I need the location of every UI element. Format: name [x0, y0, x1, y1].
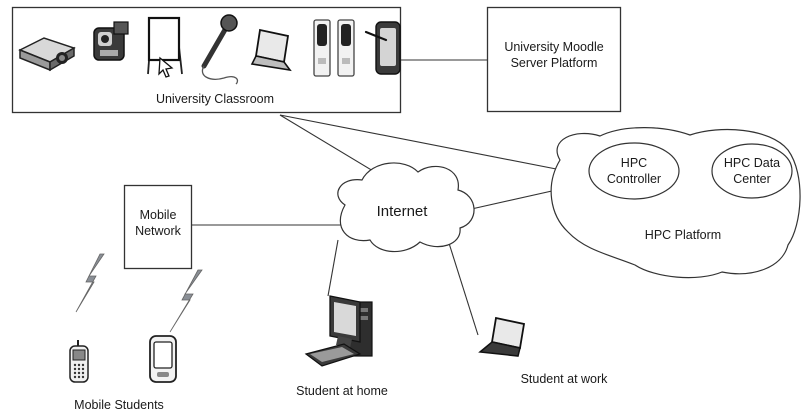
projector-icon [18, 37, 76, 72]
laptop-icon [250, 28, 292, 72]
hpc-data-center-label: HPC Data Center [716, 156, 788, 187]
classroom-hpc-link [279, 114, 593, 177]
desktop-computer-icon [304, 295, 373, 367]
moodle-server-line2: Server Platform [510, 55, 598, 70]
internet-work-link [447, 239, 479, 336]
microphone-icon [201, 14, 239, 85]
hpc-data-center-line2: Center [733, 171, 771, 186]
internet-cloud [337, 162, 475, 253]
student-at-work-label: Student at work [520, 372, 608, 386]
mobile-network-line2: Network [135, 223, 181, 238]
mobile-network-label: Mobile Network [126, 208, 190, 239]
pda-icon [149, 335, 177, 383]
hpc-controller-node [588, 142, 680, 200]
mobile-network-box [123, 184, 193, 270]
hpc-data-center-node [711, 143, 793, 199]
internet-label: Internet [376, 203, 428, 220]
moodle-server-line1: University Moodle [504, 40, 604, 54]
tablet-icon [364, 21, 401, 75]
laptop-icon [478, 316, 526, 357]
moodle-server-label: University Moodle Server Platform [489, 40, 619, 71]
hpc-controller-label: HPC Controller [594, 156, 674, 187]
hpc-platform-label: HPC Platform [644, 228, 722, 242]
whiteboard-icon [147, 16, 183, 78]
speakers-icon [313, 19, 355, 77]
student-at-home-label: Student at home [296, 384, 388, 398]
lightning-icon [75, 253, 105, 313]
hpc-data-center-line1: HPC Data [723, 156, 781, 170]
mobile-network-line1: Mobile [139, 208, 177, 222]
moodle-server-box [486, 6, 622, 113]
mobile-students-label: Mobile Students [74, 398, 164, 412]
internet-home-link [327, 239, 339, 297]
classroom-label: University Classroom [155, 92, 275, 106]
video-camera-icon [93, 21, 129, 61]
cellphone-icon [69, 340, 89, 383]
hpc-controller-line1: HPC [620, 156, 648, 170]
hpc-controller-line2: Controller [606, 171, 662, 186]
lightning-icon [169, 269, 203, 333]
